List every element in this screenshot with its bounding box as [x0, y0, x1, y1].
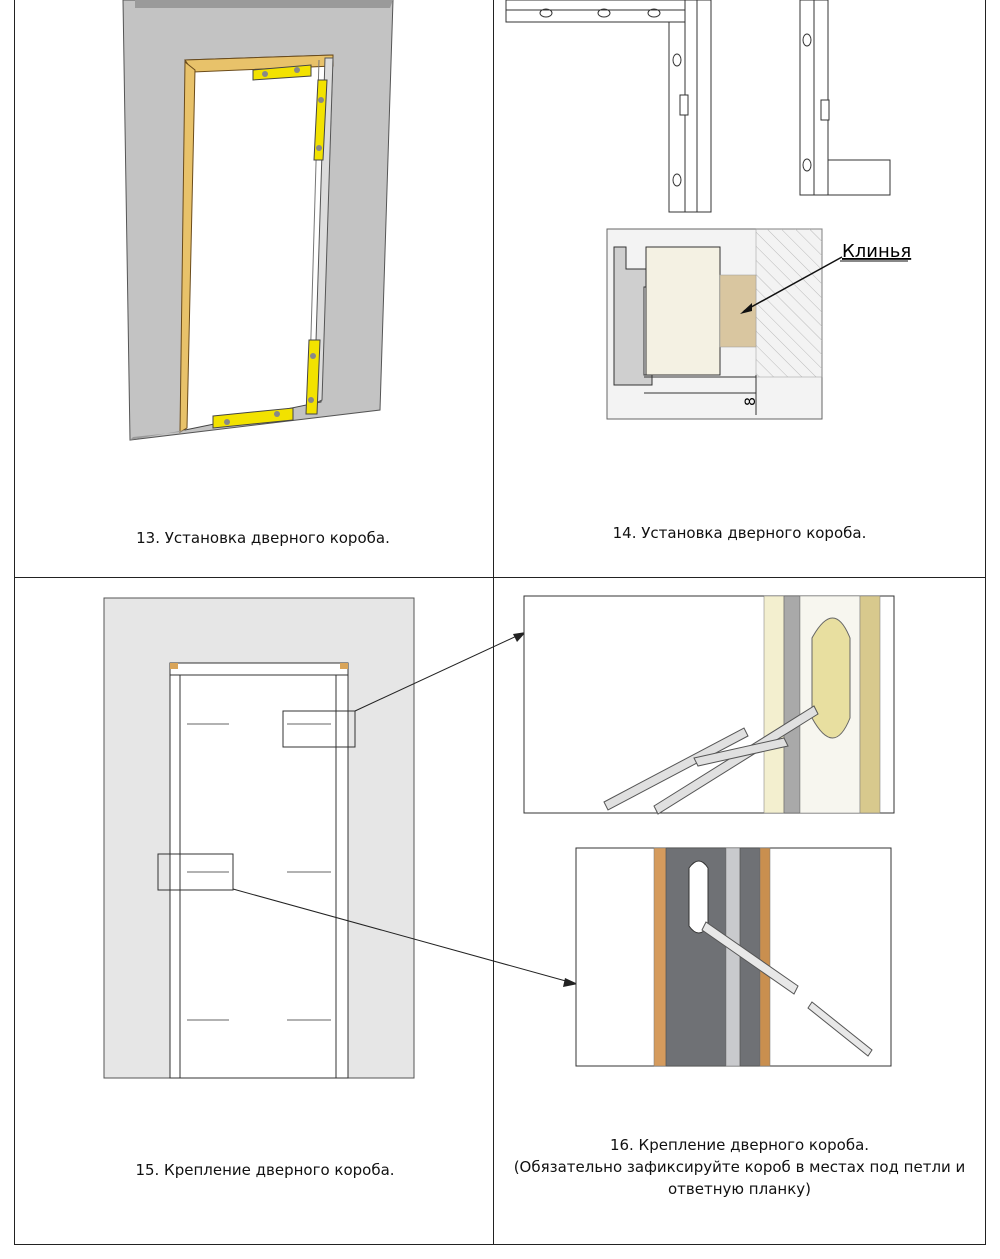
step-13-illustration	[122, 0, 394, 441]
step-15-cell: 15. Крепление дверного короба.	[15, 578, 578, 1244]
wedges-label: Клинья	[842, 241, 911, 262]
step-15-illustration	[103, 597, 578, 1079]
step-16-caption-line-3: ответную планку)	[668, 1180, 811, 1198]
step-16-lock-fixing	[575, 847, 892, 1067]
gap-dimension-label: 8	[743, 397, 759, 406]
step-16-caption-line-1: 16. Крепление дверного короба.	[609, 1136, 870, 1154]
step-14-cell: 8 Клинья 14. Установка дверного короба.	[494, 0, 985, 577]
step-13-caption: 13. Установка дверного короба.	[136, 529, 390, 547]
step-16-hinge-fixing	[523, 595, 895, 815]
step-14-caption: 14. Установка дверного короба.	[612, 524, 867, 542]
table-border-left	[14, 0, 15, 1245]
step-16-caption: 16. Крепление дверного короба. (Обязател…	[494, 1134, 985, 1200]
step-15-caption: 15. Крепление дверного короба.	[135, 1161, 395, 1179]
table-divider-vertical	[493, 0, 494, 1245]
table-border-right	[985, 0, 986, 1245]
step-16-cell: 16. Крепление дверного короба. (Обязател…	[494, 578, 985, 1244]
step-14-frame-drawing	[505, 0, 891, 213]
step-16-caption-line-2: (Обязательно зафиксируйте короб в местах…	[513, 1158, 966, 1176]
table-border-bottom	[14, 1244, 986, 1245]
step-13-cell: 13. Установка дверного короба.	[15, 0, 493, 577]
step-14-wedge-detail: 8 Клинья	[606, 228, 911, 420]
table-divider-horizontal	[14, 577, 986, 578]
